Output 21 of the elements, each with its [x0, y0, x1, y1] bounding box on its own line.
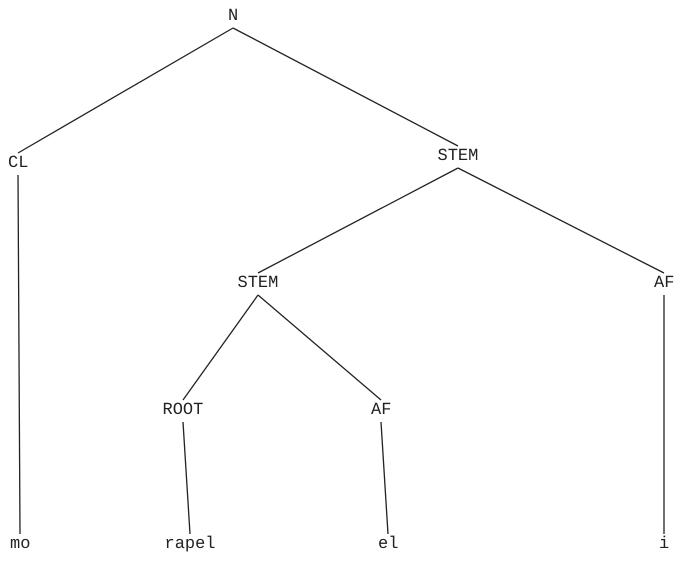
- tree-branch-line: [182, 422, 191, 534]
- tree-node-label: AF: [652, 273, 676, 295]
- tree-node-label: N: [226, 6, 240, 28]
- tree-node-label: rapel: [162, 534, 218, 556]
- tree-node-label: i: [657, 534, 672, 556]
- tree-branch-line: [258, 294, 382, 400]
- tree-node-label: STEM: [236, 273, 280, 295]
- tree-branch-line: [258, 167, 458, 274]
- tree-node-label: el: [376, 534, 400, 556]
- tree-node-label: STEM: [436, 146, 480, 168]
- tree-branch-line: [17, 175, 21, 534]
- tree-node-label: AF: [369, 400, 394, 422]
- tree-branch-line: [663, 295, 665, 534]
- tree-branch-line: [18, 27, 234, 154]
- tree-node-label: mo: [8, 534, 32, 556]
- tree-node-label: CL: [6, 153, 30, 175]
- tree-node-label: ROOT: [160, 400, 206, 422]
- tree-branch-line: [458, 167, 664, 274]
- tree-branch-line: [232, 27, 458, 147]
- tree-branch-line: [380, 422, 389, 534]
- tree-branch-line: [182, 294, 259, 400]
